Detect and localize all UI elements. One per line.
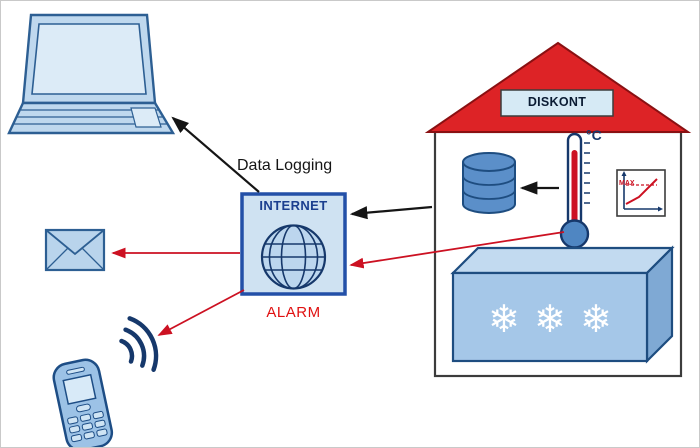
internet-label: INTERNET xyxy=(259,198,328,213)
arrow-thermometer-to-internet xyxy=(349,231,565,269)
snowflake-icon: ❄ xyxy=(534,297,566,341)
email-icon xyxy=(44,228,106,272)
arrow-house-to-internet xyxy=(349,205,433,220)
max-label: MAX xyxy=(619,180,635,187)
data-logging-label: Data Logging xyxy=(237,157,333,174)
signal-waves-icon xyxy=(119,316,159,372)
max-chart-icon xyxy=(616,169,666,217)
internet-node xyxy=(240,192,347,296)
internet-globe-icon xyxy=(260,224,327,290)
alarm-label: ALARM xyxy=(266,304,321,321)
snowflake-icon: ❄ xyxy=(488,297,520,341)
arrows xyxy=(111,116,565,336)
diskont-sign xyxy=(500,89,614,117)
database-icon xyxy=(462,152,516,214)
snowflake-icon: ❄ xyxy=(580,297,612,341)
arrow-internet-to-laptop xyxy=(171,116,260,193)
freezer-icon: ❄ ❄ ❄ xyxy=(450,245,675,364)
laptop-icon xyxy=(7,13,176,135)
diskont-label: DISKONT xyxy=(527,95,587,109)
mobile-phone-icon xyxy=(52,358,114,447)
thermometer-icon xyxy=(559,132,590,249)
celsius-label: °C xyxy=(586,127,602,143)
house-roof xyxy=(424,41,692,133)
arrow-internet-to-phone xyxy=(157,289,245,336)
